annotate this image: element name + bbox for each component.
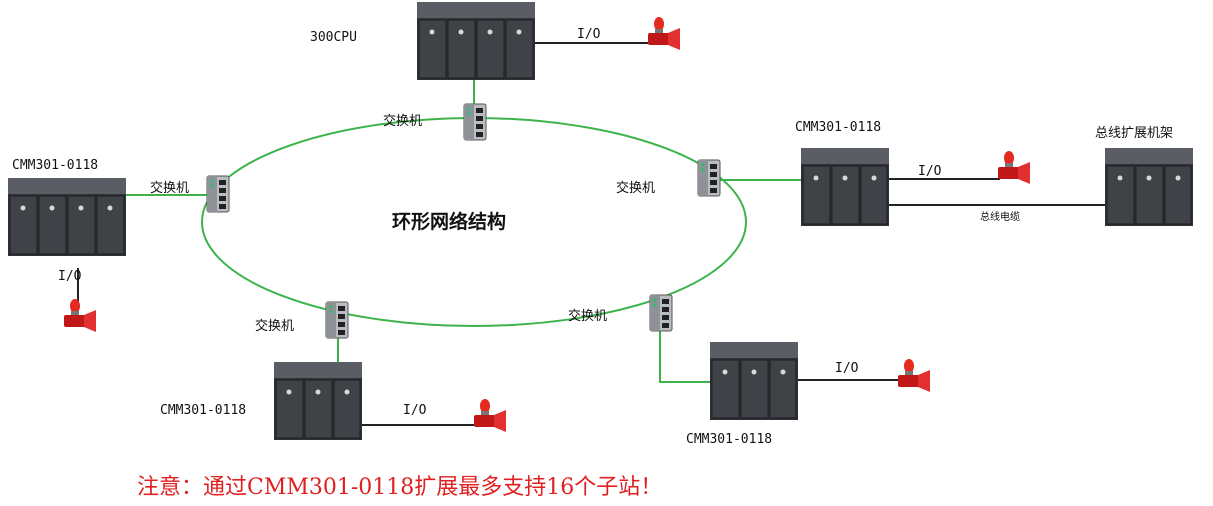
- alarm-icon-bottom-right: [898, 359, 930, 392]
- alarm-icon-left: [64, 299, 96, 332]
- right-io-label: I/O: [918, 164, 942, 179]
- cmm-left-label: CMM301-0118: [12, 158, 98, 173]
- alarm-icon-cpu: [648, 17, 680, 50]
- bottom-right-switch-to-cmm-line: [659, 330, 712, 383]
- left-cmm-rack: [7, 177, 127, 257]
- expansion-rack-label: 总线扩展机架: [1095, 126, 1173, 141]
- switch-icon-bottom-right: [649, 294, 673, 332]
- alarm-icon-right: [998, 151, 1030, 184]
- switch-icon-bottom-left: [325, 301, 349, 339]
- switch-label-right: 交换机: [616, 180, 655, 196]
- cmm-bottom-left-label: CMM301-0118: [160, 403, 246, 418]
- cpu-label: 300CPU: [310, 30, 357, 45]
- alarm-icon-bottom-left: [474, 399, 506, 432]
- switch-icon-top: [463, 103, 487, 141]
- cmm-right-label: CMM301-0118: [795, 120, 881, 135]
- switch-label-bottom-right: 交换机: [568, 308, 607, 324]
- cpu-rack: [416, 1, 536, 81]
- switch-icon-left: [206, 175, 230, 213]
- switch-label-top: 交换机: [383, 113, 422, 129]
- bus-cable-label: 总线电缆: [980, 210, 1020, 223]
- switch-label-left: 交换机: [150, 180, 189, 196]
- bottom-right-io-label: I/O: [835, 361, 859, 376]
- bottom-right-cmm-rack: [709, 341, 799, 421]
- ring-title: 环形网络结构: [392, 210, 506, 233]
- switch-label-bottom-left: 交换机: [255, 318, 294, 334]
- bottom-left-cmm-rack: [273, 361, 363, 441]
- note-text: 注意：通过CMM301-0118扩展最多支持16个子站！: [137, 475, 662, 500]
- bottom-left-io-label: I/O: [403, 403, 427, 418]
- expansion-rack: [1104, 147, 1194, 227]
- left-io-label: I/O: [58, 269, 82, 284]
- cmm-bottom-right-label: CMM301-0118: [686, 432, 772, 447]
- cpu-io-label: I/O: [577, 27, 601, 42]
- right-cmm-rack: [800, 147, 890, 227]
- switch-icon-right: [697, 159, 721, 197]
